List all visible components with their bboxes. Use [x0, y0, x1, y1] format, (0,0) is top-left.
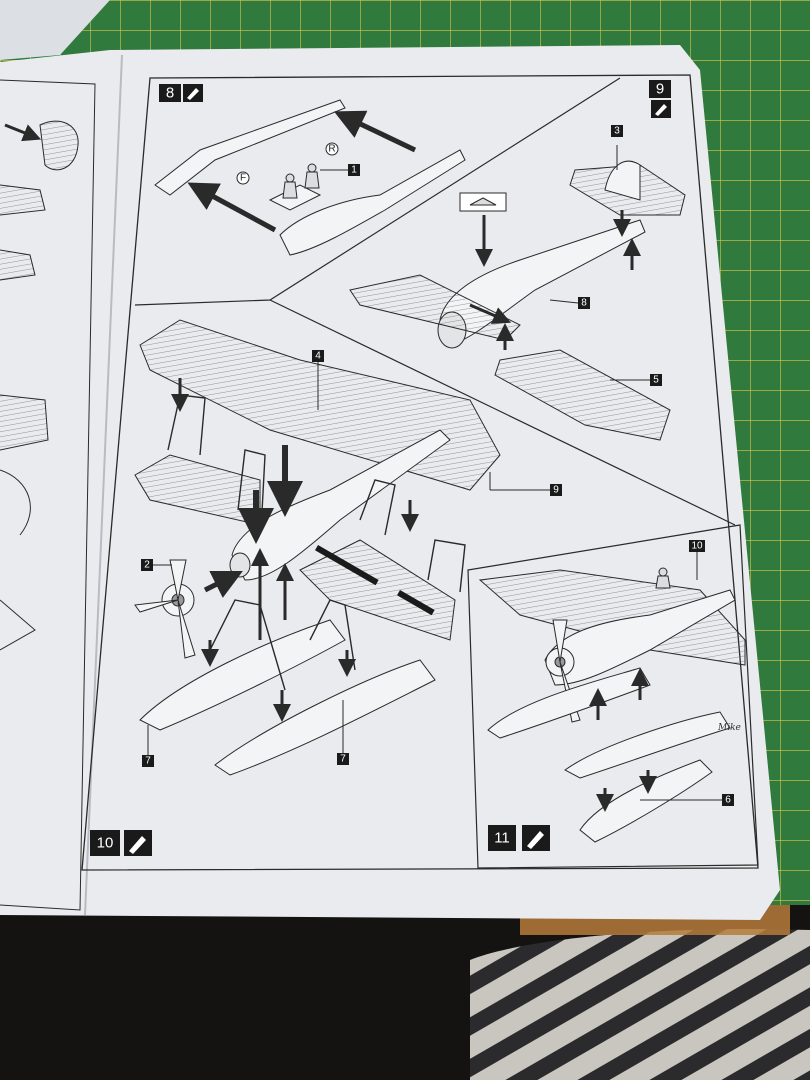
cockpit-figures — [282, 163, 320, 199]
cockpit-figure — [655, 567, 671, 589]
part-callout: 8 — [549, 297, 590, 309]
circled-letter-f: F — [236, 171, 250, 185]
glue-icon — [651, 100, 671, 118]
svg-text:9: 9 — [553, 485, 559, 496]
svg-text:6: 6 — [725, 795, 731, 806]
divider-step11 — [467, 524, 759, 869]
left-page-fragment — [0, 79, 96, 911]
svg-text:10: 10 — [691, 541, 703, 552]
lower-wing — [134, 454, 456, 641]
page-fold — [84, 54, 123, 916]
assembly-arrows — [187, 110, 417, 233]
svg-text:1: 1 — [351, 165, 357, 176]
part-callout: 7 — [337, 700, 349, 765]
svg-text:4: 4 — [315, 351, 321, 362]
interplane-strut-bars — [315, 545, 435, 616]
svg-text:F: F — [240, 173, 246, 184]
glue-icon — [522, 825, 550, 851]
glue-icon — [183, 84, 203, 102]
svg-text:7: 7 — [340, 754, 346, 765]
assembly-arrows — [589, 668, 657, 812]
svg-text:5: 5 — [653, 375, 659, 386]
engine-propeller — [134, 559, 196, 659]
svg-text:2: 2 — [144, 560, 150, 571]
float-right — [564, 711, 731, 779]
step-number-box — [488, 825, 516, 851]
assembly-arrows — [469, 210, 641, 350]
upper-wing — [478, 569, 746, 666]
step-9: 9 3 — [349, 80, 686, 441]
artist-signature: Mike — [717, 723, 741, 733]
struts — [167, 394, 466, 691]
step-8: 8 R F 1 — [154, 84, 466, 256]
step-number-box — [649, 80, 671, 98]
step-number-box — [159, 84, 181, 102]
striped-fabric — [470, 929, 810, 1080]
assembly-arrows — [171, 378, 419, 722]
step-number: 8 — [166, 85, 174, 102]
part-callout: 10 — [689, 540, 705, 580]
part-callout: 6 — [640, 794, 734, 806]
step-number: 9 — [656, 81, 664, 98]
svg-text:7: 7 — [145, 756, 151, 767]
fuselage-body — [544, 589, 736, 686]
svg-text:R: R — [328, 144, 335, 155]
circled-letter-r: R — [325, 142, 339, 156]
part-callout: 3 — [611, 125, 623, 170]
step-number-box — [90, 830, 120, 856]
windscreen-detail — [459, 192, 507, 212]
svg-text:8: 8 — [581, 298, 587, 309]
float-left — [487, 667, 651, 739]
glue-icon — [124, 830, 152, 856]
part-callout: 1 — [320, 164, 360, 176]
divider-step9 — [269, 299, 736, 526]
step-11: 11 — [478, 540, 746, 851]
step-number: 10 — [97, 835, 114, 852]
part-callout: 2 — [141, 559, 172, 571]
part-callout: 5 — [610, 374, 662, 386]
step-10: 10 — [90, 319, 562, 856]
part-callout: 7 — [142, 725, 154, 767]
step-number: 11 — [494, 830, 510, 847]
tailplane — [569, 160, 686, 216]
float-right — [214, 659, 436, 776]
svg-text:3: 3 — [614, 126, 620, 137]
decal-sheet — [0, 0, 110, 60]
panel-frame — [81, 74, 759, 871]
part-callout: 9 — [489, 472, 562, 496]
part-callout: 4 — [312, 350, 324, 410]
float-left — [139, 619, 346, 731]
